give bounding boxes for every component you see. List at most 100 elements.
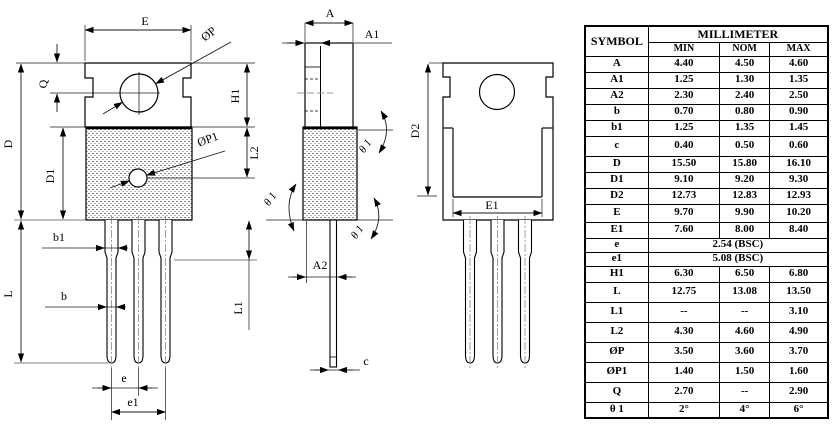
max-value-cell: 0.90 xyxy=(769,103,829,121)
max-value-cell: 3.70 xyxy=(769,341,829,363)
dim-label-D1: D1 xyxy=(43,169,57,184)
table-header-row-1: SYMBOL MILLIMETER xyxy=(584,25,829,57)
dim-label-A1: A1 xyxy=(365,27,380,41)
min-value-cell: 2° xyxy=(647,401,721,419)
symbol-cell: b xyxy=(584,103,649,121)
max-value-cell: 1.45 xyxy=(769,119,829,137)
nom-value-cell: -- xyxy=(719,381,771,403)
min-value-cell: 1.25 xyxy=(647,119,721,137)
side-view-dimensions xyxy=(266,19,393,374)
nom-value-cell: 4° xyxy=(719,401,771,419)
symbol-cell: θ 1 xyxy=(584,401,649,419)
symbol-cell: D1 xyxy=(584,171,649,189)
min-value-cell: 9.10 xyxy=(647,171,721,189)
symbol-cell: L2 xyxy=(584,321,649,343)
min-value-cell: 1.40 xyxy=(647,361,721,383)
nom-header-cell: NOM xyxy=(719,41,771,57)
max-value-cell: 10.20 xyxy=(769,203,829,223)
min-value-cell: -- xyxy=(647,301,721,323)
back-view-labels: D2 E1 xyxy=(408,124,499,212)
min-value-cell: 12.73 xyxy=(647,187,721,205)
max-value-cell: 12.93 xyxy=(769,187,829,205)
nom-value-cell: 12.83 xyxy=(719,187,771,205)
max-value-cell: 3.10 xyxy=(769,301,829,323)
dim-label-E: E xyxy=(141,14,148,28)
max-value-cell: 1.35 xyxy=(769,71,829,89)
symbol-cell: A1 xyxy=(584,71,649,89)
table-row: L1----3.10 xyxy=(584,301,829,323)
max-value-cell: 0.60 xyxy=(769,135,829,157)
front-view-centerlines xyxy=(111,216,166,370)
min-value-cell: 4.30 xyxy=(647,321,721,343)
back-view-dimensions xyxy=(417,62,543,217)
side-lead xyxy=(329,219,338,368)
symbol-cell: c xyxy=(584,135,649,157)
nom-value-cell: 13.08 xyxy=(719,281,771,303)
back-outline xyxy=(442,62,554,221)
symbol-cell: e1 xyxy=(584,251,649,267)
symbol-cell: b1 xyxy=(584,119,649,137)
back-mounting-hole xyxy=(478,73,516,111)
symbol-cell: D xyxy=(584,155,649,173)
span-value-cell: 2.54 (BSC) xyxy=(647,237,829,253)
dim-label-A2: A2 xyxy=(313,258,328,272)
symbol-cell: D2 xyxy=(584,187,649,205)
symbol-header-cell: SYMBOL xyxy=(584,25,649,57)
dim-label-phiP1: ØP1 xyxy=(195,129,220,149)
max-value-cell: 1.60 xyxy=(769,361,829,383)
dim-label-theta1-a: θ 1 xyxy=(357,137,375,155)
nom-value-cell: 0.80 xyxy=(719,103,771,121)
min-value-cell: 9.70 xyxy=(647,203,721,223)
dim-label-b: b xyxy=(61,289,67,303)
nom-value-cell: 9.20 xyxy=(719,171,771,189)
nom-value-cell: 9.90 xyxy=(719,203,771,223)
front-pilot-hole xyxy=(128,168,148,188)
dim-label-e: e xyxy=(121,371,126,385)
dim-label-D2: D2 xyxy=(408,124,422,139)
dim-label-L: L xyxy=(1,290,15,297)
min-value-cell: 4.40 xyxy=(647,55,721,73)
symbol-cell: L1 xyxy=(584,301,649,323)
min-value-cell: 3.50 xyxy=(647,341,721,363)
max-value-cell: 8.40 xyxy=(769,221,829,239)
nom-value-cell: 2.40 xyxy=(719,87,771,105)
min-value-cell: 15.50 xyxy=(647,155,721,173)
dim-label-L2: L2 xyxy=(247,146,261,159)
symbol-cell: Q xyxy=(584,381,649,403)
nom-value-cell: 1.30 xyxy=(719,71,771,89)
symbol-cell: E xyxy=(584,203,649,223)
dim-label-b1: b1 xyxy=(53,230,65,244)
min-value-cell: 2.70 xyxy=(647,381,721,403)
nom-value-cell: 0.50 xyxy=(719,135,771,157)
min-value-cell: 2.30 xyxy=(647,87,721,105)
nom-value-cell: 8.00 xyxy=(719,221,771,239)
front-view-dimensions xyxy=(14,25,257,420)
nom-value-cell: 15.80 xyxy=(719,155,771,173)
dim-label-phiP: ØP xyxy=(198,23,219,44)
nom-value-cell: 1.35 xyxy=(719,119,771,137)
span-value-cell: 5.08 (BSC) xyxy=(647,251,829,267)
nom-value-cell: -- xyxy=(719,301,771,323)
nom-value-cell: 6.50 xyxy=(719,265,771,283)
dim-label-E1: E1 xyxy=(485,198,498,212)
max-value-cell: 9.30 xyxy=(769,171,829,189)
max-value-cell: 2.50 xyxy=(769,87,829,105)
